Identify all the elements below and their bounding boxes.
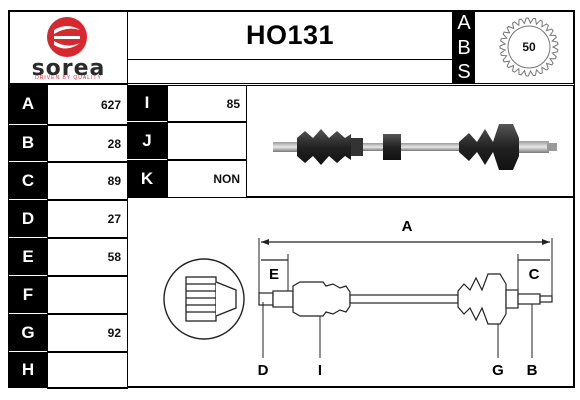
abs-ring-cell: 50	[474, 11, 574, 84]
product-code: HO131	[127, 11, 453, 60]
dim-label-b: B	[527, 362, 538, 379]
dim-label-b: B	[9, 125, 47, 162]
abs-tooth-count: 50	[522, 40, 536, 54]
driveshaft-photo	[273, 124, 557, 170]
dim-label-e: E	[269, 266, 279, 283]
dim-label-e: E	[9, 238, 47, 276]
dim-label-i: I	[127, 85, 167, 122]
dim-value-a: 627	[47, 84, 128, 125]
dimension-drawing-cell: A E C	[127, 197, 574, 387]
dim-label-g: G	[492, 362, 504, 379]
dimension-drawing: A E C	[163, 218, 553, 379]
dim-label-d: D	[258, 362, 269, 379]
abs-label-b: B	[453, 36, 475, 60]
sorea-logo-icon	[47, 17, 87, 57]
logo-cell: sorea DRIVEN BY QUALITY	[9, 11, 128, 84]
brand-name: sorea	[31, 56, 106, 81]
brand-tagline: DRIVEN BY QUALITY	[35, 75, 102, 81]
dim-label-g: G	[9, 314, 47, 352]
abs-label-s: S	[453, 60, 475, 84]
dim-label-d: D	[9, 200, 47, 238]
dim-value-j	[167, 122, 247, 160]
title-subcell	[127, 59, 453, 84]
dim-value-f	[47, 276, 128, 314]
dim-value-i: 85	[167, 85, 247, 122]
dim-label-c: C	[9, 162, 47, 200]
spec-sheet: sorea DRIVEN BY QUALITY HO131 A B S 50 A…	[8, 10, 575, 389]
abs-ring-icon: 50	[499, 17, 559, 77]
dim-value-b: 28	[47, 125, 128, 162]
spline-end-icon	[185, 276, 237, 322]
dim-value-h	[47, 352, 128, 389]
abs-label-a: A	[453, 11, 475, 36]
dim-label-i: I	[318, 362, 322, 379]
dim-label-j: J	[127, 122, 167, 160]
dim-label-h: H	[9, 352, 47, 389]
dim-value-k: NON	[167, 160, 247, 198]
dim-value-g: 92	[47, 314, 128, 352]
dim-label-a: A	[402, 218, 413, 235]
dim-label-c: C	[529, 266, 540, 283]
dim-value-d: 27	[47, 200, 128, 238]
dim-value-c: 89	[47, 162, 128, 200]
dim-label-a: A	[9, 84, 47, 125]
dim-label-f: F	[9, 276, 47, 314]
dim-label-k: K	[127, 160, 167, 198]
dim-value-e: 58	[47, 238, 128, 276]
product-photo-cell	[246, 85, 574, 197]
